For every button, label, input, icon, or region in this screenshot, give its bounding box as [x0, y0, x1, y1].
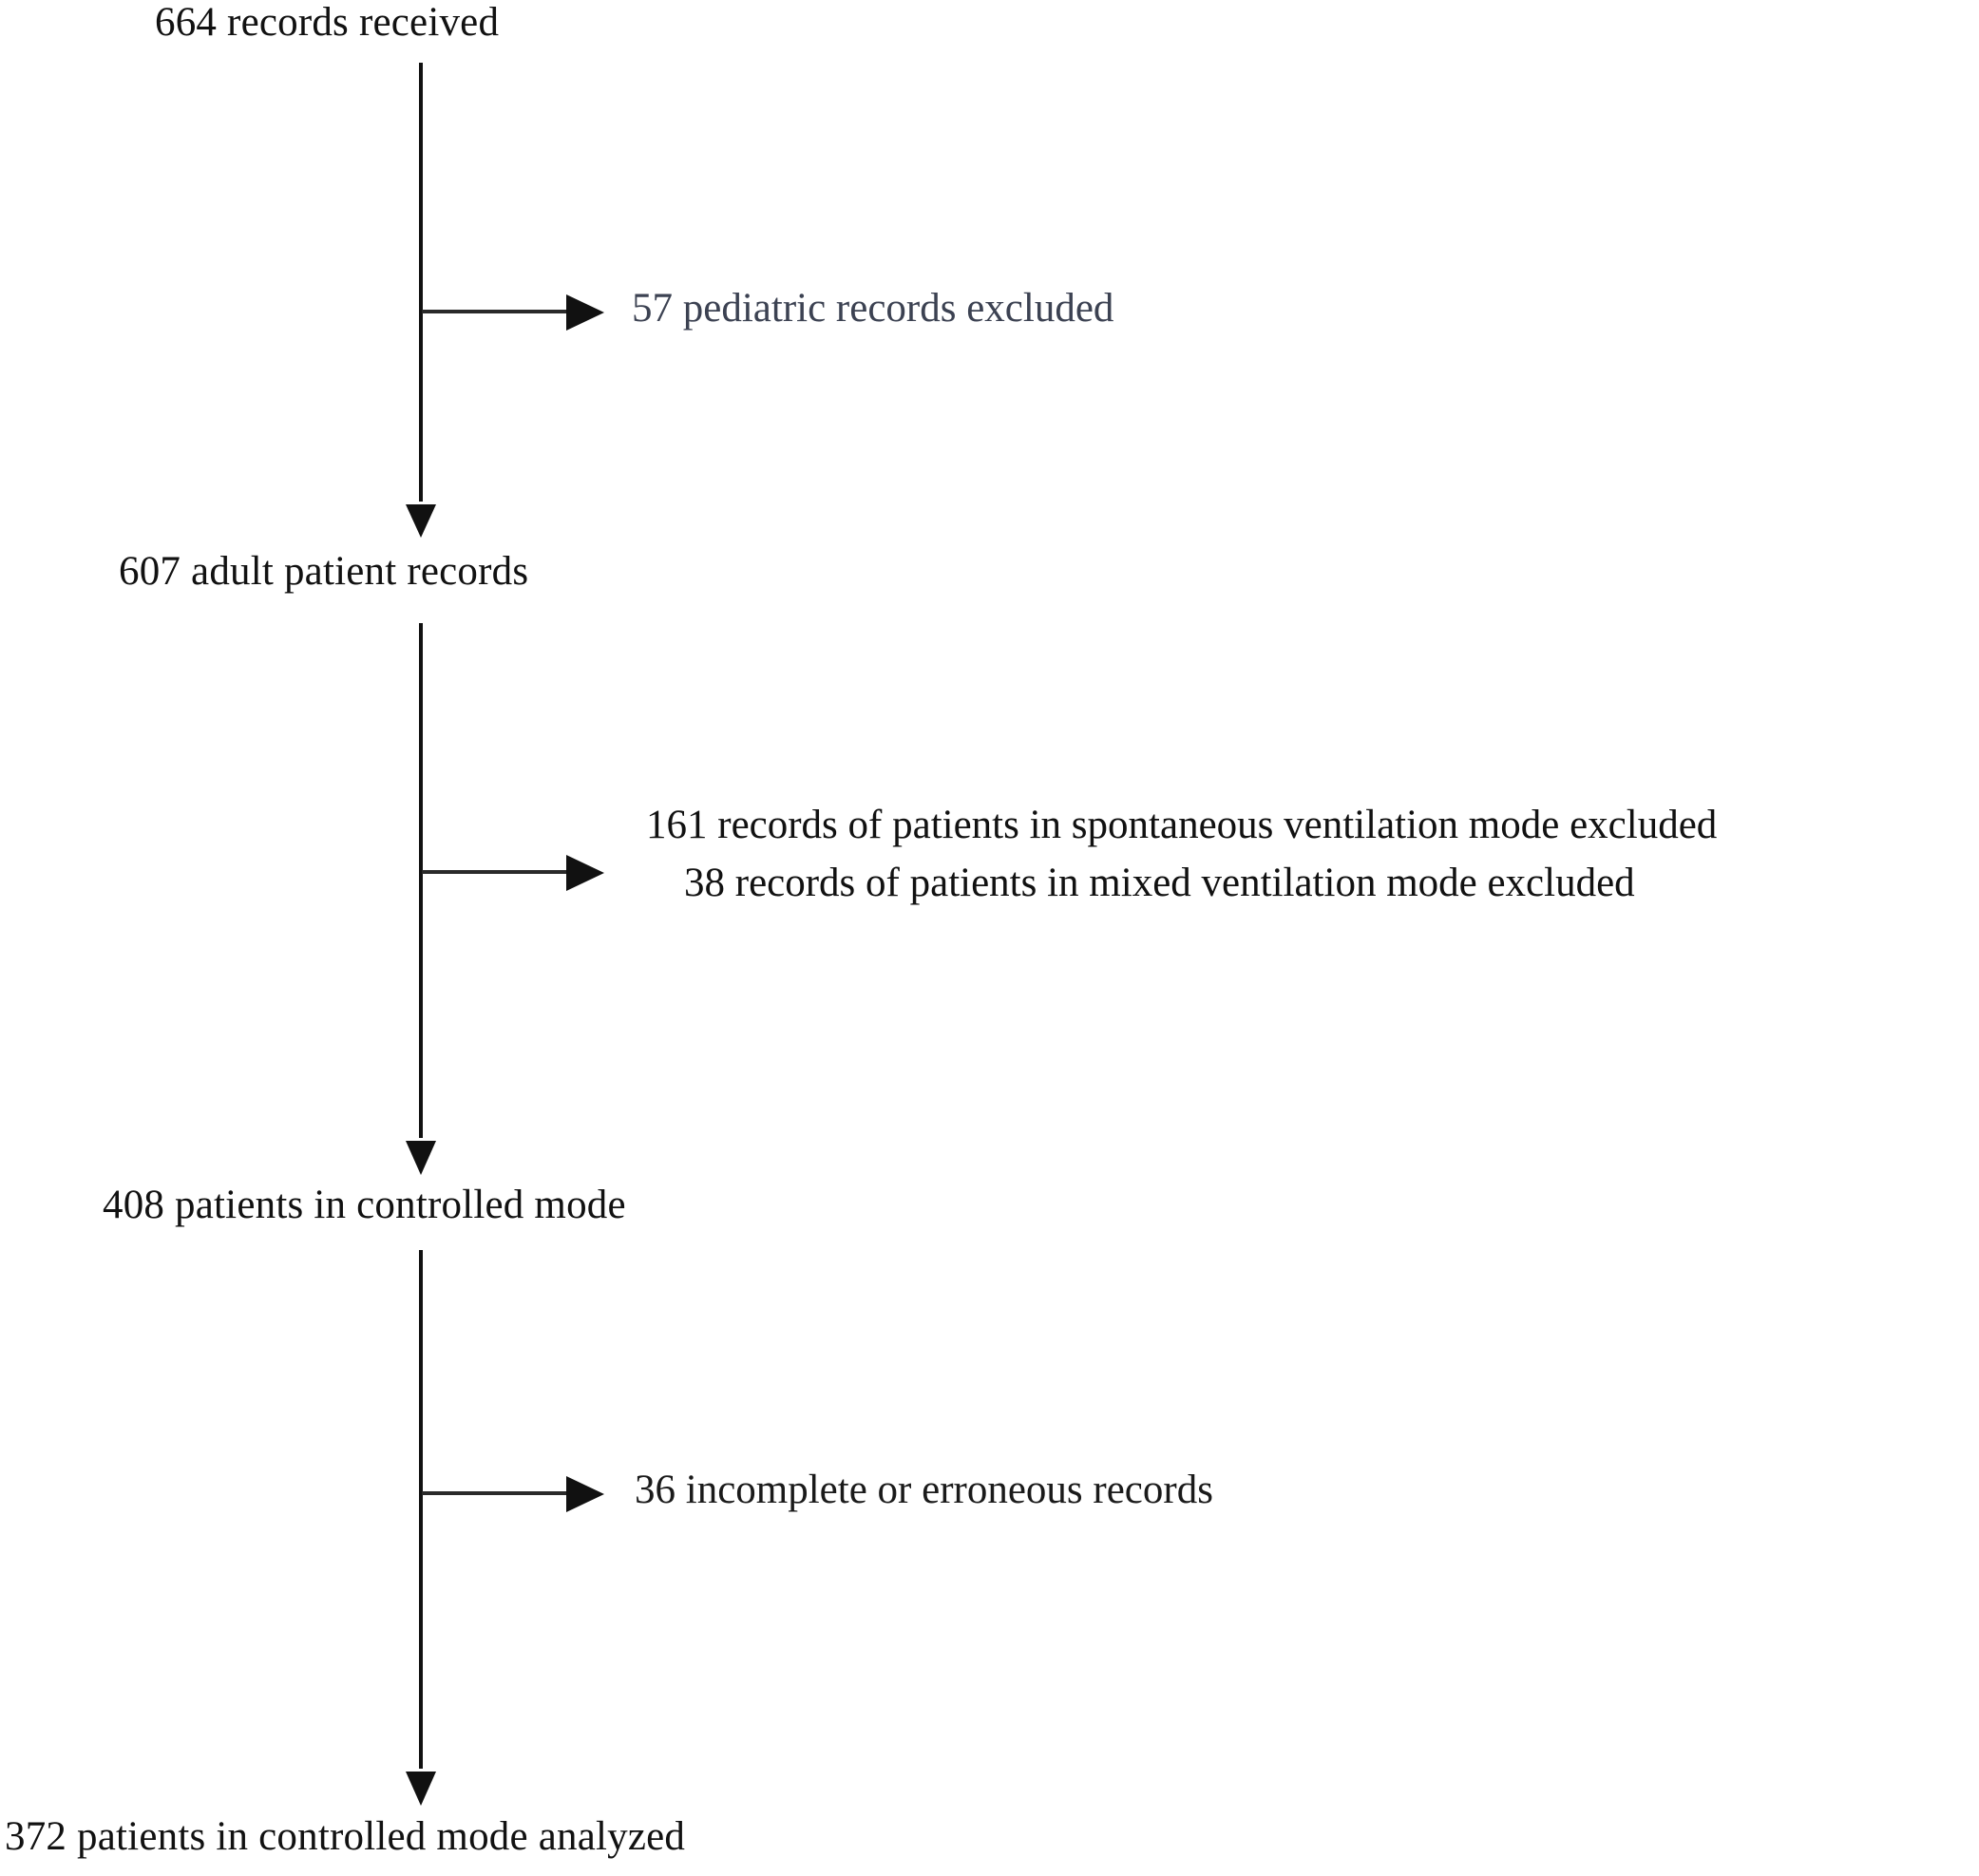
exclusion-spontaneous-ventilation-line: 161 records of patients in spontaneous v…	[646, 803, 1718, 847]
connector-main-2	[406, 623, 436, 1175]
exclusion-ventilation-modes: 161 records of patients in spontaneous v…	[646, 796, 1717, 912]
exclusion-mixed-ventilation-line: 38 records of patients in mixed ventilat…	[684, 861, 1635, 906]
node-patients-analyzed: 372 patients in controlled mode analyzed	[5, 1814, 686, 1859]
connector-main-1	[406, 63, 436, 538]
node-records-received: 664 records received	[155, 0, 500, 45]
node-patients-controlled-mode: 408 patients in controlled mode	[103, 1183, 626, 1227]
exclusion-pediatric-records: 57 pediatric records excluded	[632, 286, 1114, 331]
connector-branch-2	[422, 855, 604, 891]
connector-branch-3	[422, 1476, 604, 1512]
node-adult-patient-records: 607 adult patient records	[119, 549, 529, 594]
connector-main-3	[406, 1250, 436, 1806]
connector-branch-1	[422, 294, 604, 331]
exclusion-incomplete-records: 36 incomplete or erroneous records	[635, 1468, 1213, 1512]
